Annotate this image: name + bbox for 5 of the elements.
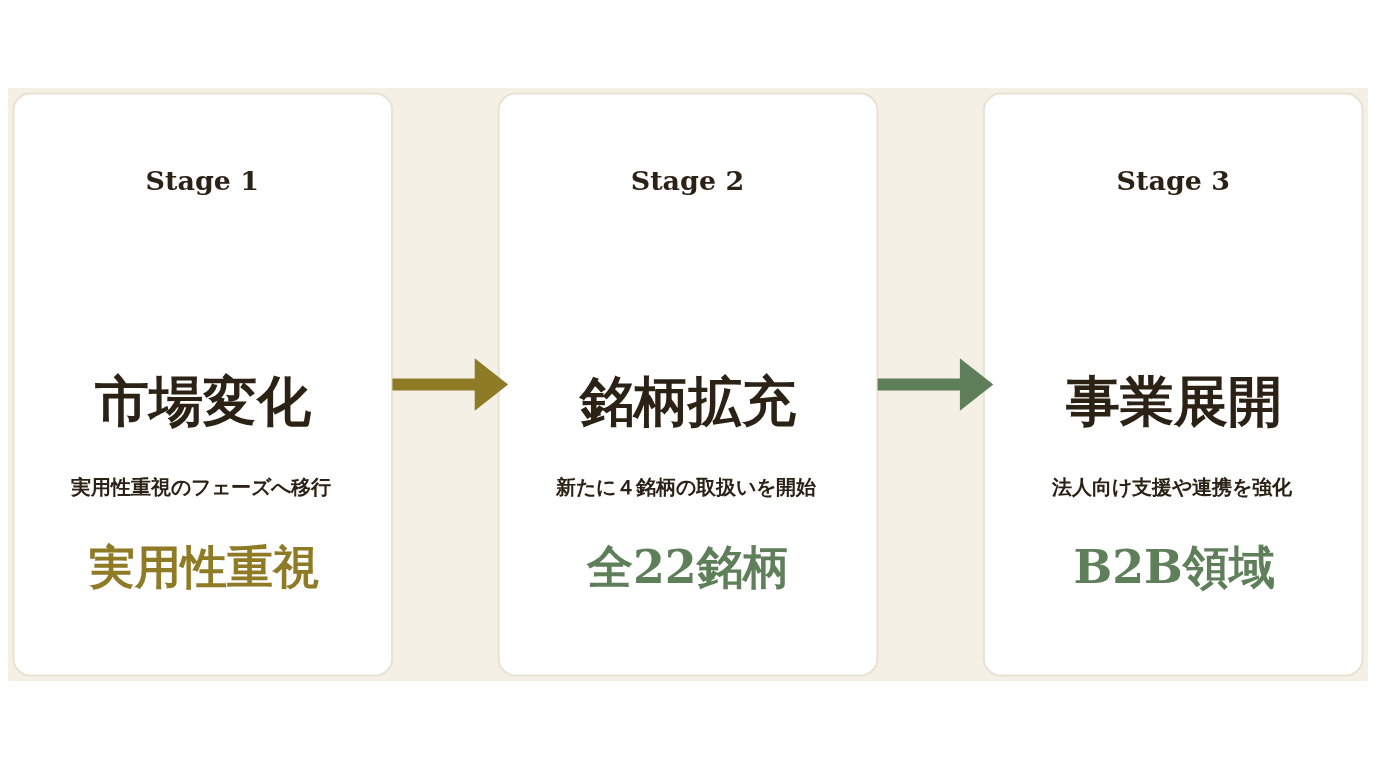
node-box: Stage 3 事業展開 法人向け支援や連携を強化 B2B領域 (982, 91, 1364, 677)
arrow (877, 357, 994, 411)
node-box: Stage 2 銘柄拡充 新たに４銘柄の取扱いを開始 全22銘柄 (497, 91, 879, 677)
arrow (392, 357, 509, 411)
node-box: Stage 1 市場変化 実用性重視のフェーズへ移行 実用性重視 (12, 91, 394, 677)
